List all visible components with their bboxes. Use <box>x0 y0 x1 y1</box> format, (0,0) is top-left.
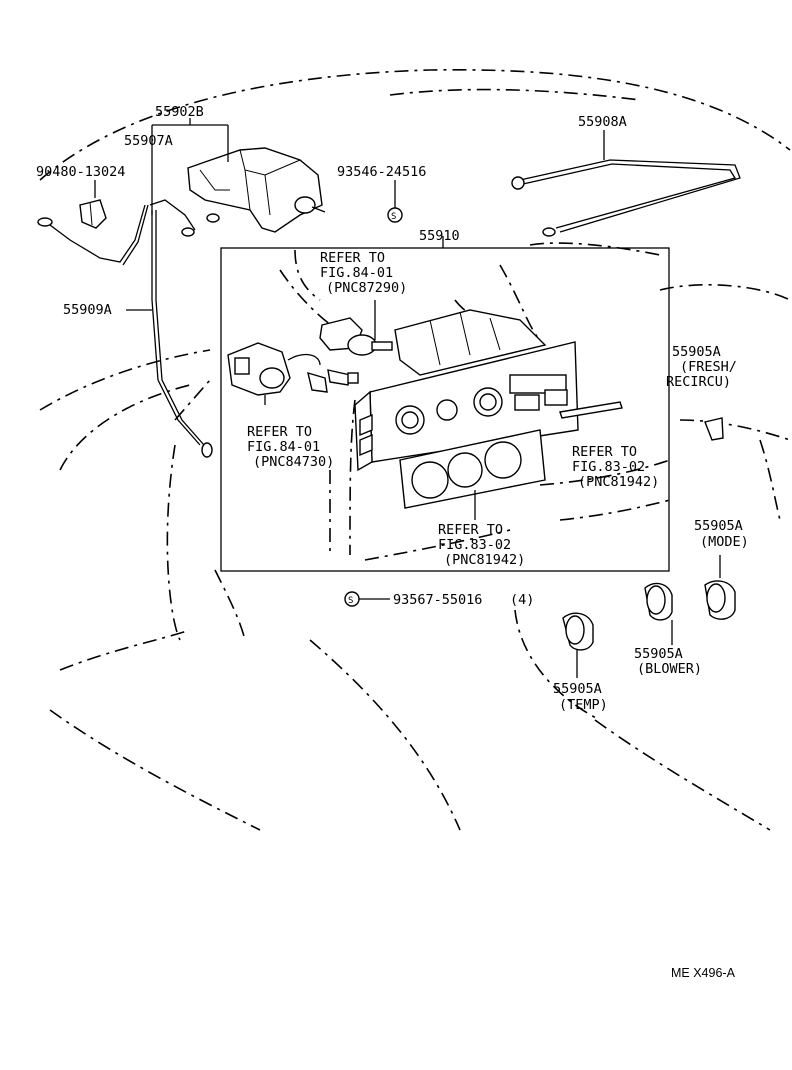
servo-motor-lower-icon <box>227 342 359 396</box>
label-temp: (TEMP) <box>559 697 608 713</box>
label-qty-4: (4) <box>510 592 534 608</box>
cable-55909A <box>37 199 220 458</box>
ref-81942a-line2: FIG.83-02 <box>572 459 645 475</box>
ref-84730-line2: FIG.84-01 <box>247 439 320 455</box>
ref-81942a-line3: (PNC81942) <box>578 474 659 490</box>
assembly-box-55910 <box>220 247 670 572</box>
ref-87290-line1: REFER TO <box>320 250 385 266</box>
label-55908A: 55908A <box>578 114 627 130</box>
label-55905A-temp: 55905A <box>553 681 602 697</box>
ref-84730-line3: (PNC84730) <box>253 454 334 470</box>
label-55905A-fresh: 55905A <box>672 344 721 360</box>
servo-motor-top-icon <box>187 147 326 233</box>
ref-81942b-line3: (PNC81942) <box>444 552 525 568</box>
control-panel-icon <box>354 309 579 472</box>
ref-81942a-line1: REFER TO <box>572 444 637 460</box>
label-recircu: RECIRCU) <box>666 374 731 390</box>
label-55902B: 55902B <box>155 104 204 120</box>
leader-55902B <box>151 118 229 215</box>
knob-temp-icon <box>562 612 594 678</box>
knob-blower-icon <box>644 582 673 645</box>
trim-strip-icon <box>559 401 623 419</box>
screw-93567-icon: S <box>344 591 390 607</box>
label-90480-13024: 90480-13024 <box>36 164 125 180</box>
ref-87290-line2: FIG.84-01 <box>320 265 393 281</box>
label-93546-24516: 93546-24516 <box>337 164 426 180</box>
face-plate-icon <box>399 429 546 520</box>
label-fresh: (FRESH/ <box>680 359 737 375</box>
label-55905A-blower: 55905A <box>634 646 683 662</box>
cable-55908A <box>511 130 741 237</box>
fresh-recirc-knob-icon <box>704 417 724 441</box>
screw-symbol-s: S <box>391 212 396 222</box>
screw-symbol-s2: S <box>348 596 353 606</box>
ref-81942b-line2: FIG.83-02 <box>438 537 511 553</box>
clip-90480-icon <box>79 180 107 229</box>
label-55910: 55910 <box>419 228 460 244</box>
ref-87290-line3: (PNC87290) <box>326 280 407 296</box>
diagram-code: ME X496-A <box>671 966 736 980</box>
label-mode: (MODE) <box>700 534 749 550</box>
screw-93546-icon: S <box>387 180 403 223</box>
actuator-top-icon <box>319 300 393 356</box>
label-93567-55016: 93567-55016 <box>393 592 482 608</box>
ref-81942b-line1: REFER TO <box>438 522 503 538</box>
label-55909A: 55909A <box>63 302 112 318</box>
ref-84730-line1: REFER TO <box>247 424 312 440</box>
label-55905A-mode: 55905A <box>694 518 743 534</box>
label-55907A: 55907A <box>124 133 173 149</box>
label-blower: (BLOWER) <box>637 661 702 677</box>
knob-mode-icon <box>704 555 736 620</box>
